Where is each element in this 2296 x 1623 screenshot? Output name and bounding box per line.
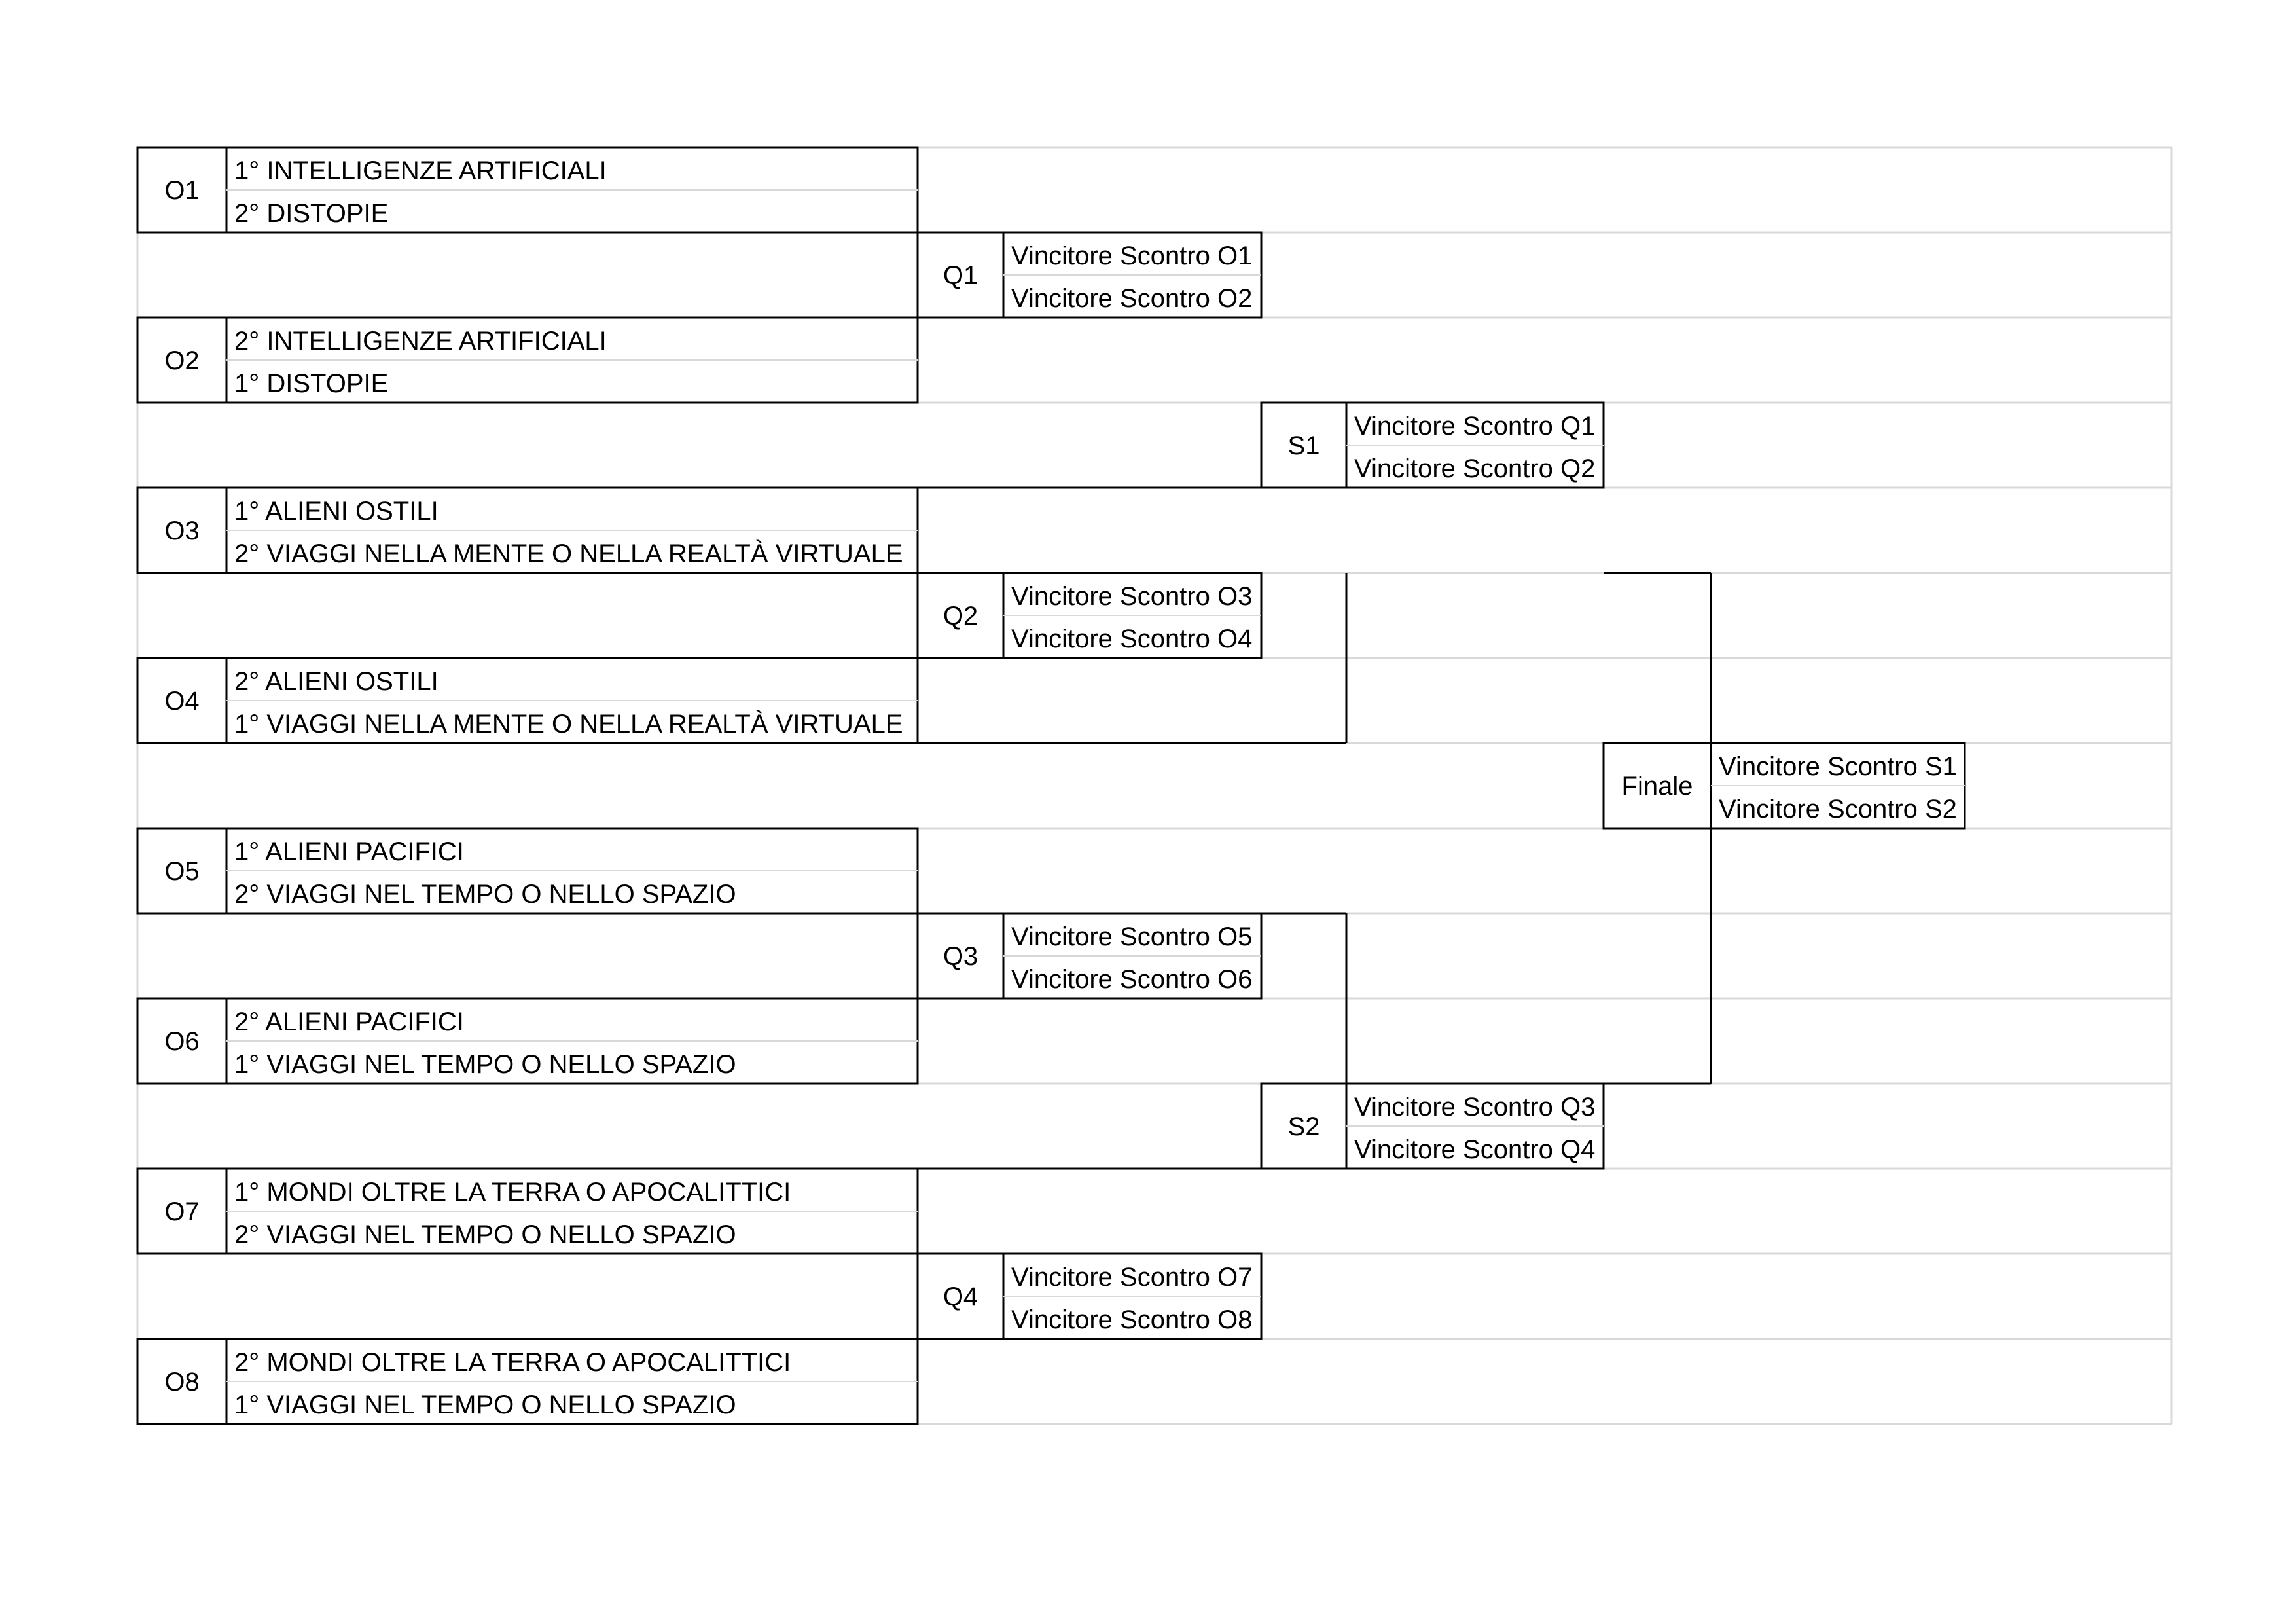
- team-slot-2: 2° VIAGGI NELLA MENTE O NELLA REALTÀ VIR…: [234, 539, 903, 568]
- match-o5: O5 1° ALIENI PACIFICI 2° VIAGGI NEL TEMPO …: [136, 827, 919, 915]
- team-slot-2: 1° DISTOPIE: [234, 369, 388, 398]
- match-label: O4: [164, 687, 199, 716]
- match-label: O2: [164, 346, 199, 375]
- match-s1: S1 Vincitore Scontro Q1 Vincitore Scontro …: [1260, 401, 1605, 489]
- match-q1: Q1 Vincitore Scontro O1 Vincitore Scontro …: [916, 231, 1263, 319]
- match-label: O5: [164, 857, 199, 886]
- match-label: O7: [164, 1197, 199, 1226]
- team-slot-2: Vincitore Scontro O2: [1011, 284, 1252, 313]
- team-slot-2: Vincitore Scontro Q2: [1354, 454, 1595, 483]
- match-label: Q3: [943, 942, 978, 971]
- match-o3: O3 1° ALIENI OSTILI 2° VIAGGI NELLA MENTE …: [136, 486, 919, 574]
- match-label: O1: [164, 176, 199, 205]
- team-slot-1: Vincitore Scontro O7: [1011, 1263, 1252, 1292]
- match-q2: Q2 Vincitore Scontro O3 Vincitore Scontro …: [916, 572, 1263, 659]
- match-label: Q2: [943, 602, 978, 630]
- match-label: O3: [164, 517, 199, 545]
- team-slot-1: Vincitore Scontro Q3: [1354, 1093, 1595, 1122]
- team-slot-2: 2° VIAGGI NEL TEMPO O NELLO SPAZIO: [234, 1220, 736, 1249]
- team-slot-2: Vincitore Scontro O6: [1011, 965, 1252, 994]
- team-slot-1: Vincitore Scontro O1: [1011, 242, 1252, 270]
- match-o1: O1 1° INTELLIGENZE ARTIFICIALI 2° DISTOPIE: [136, 146, 919, 234]
- team-slot-2: Vincitore Scontro Q4: [1354, 1135, 1595, 1164]
- match-o4: O4 2° ALIENI OSTILI 1° VIAGGI NELLA MENTE …: [136, 657, 919, 744]
- team-slot-1: Vincitore Scontro Q1: [1354, 412, 1595, 441]
- match-label: Q4: [943, 1283, 978, 1311]
- team-slot-2: Vincitore Scontro S2: [1719, 795, 1957, 824]
- team-slot-2: Vincitore Scontro O8: [1011, 1305, 1252, 1334]
- team-slot-2: 1° VIAGGI NEL TEMPO O NELLO SPAZIO: [234, 1391, 736, 1419]
- bracket-matches: O1 1° INTELLIGENZE ARTIFICIALI 2° DISTOPIE…: [136, 146, 1966, 1425]
- team-slot-2: 2° DISTOPIE: [234, 199, 388, 228]
- team-slot-2: 1° VIAGGI NEL TEMPO O NELLO SPAZIO: [234, 1050, 736, 1079]
- match-label: Q1: [943, 261, 978, 290]
- match-label: O8: [164, 1368, 199, 1396]
- match-o2: O2 2° INTELLIGENZE ARTIFICIALI 1° DISTOPIE: [136, 316, 919, 404]
- match-o7: O7 1° MONDI OLTRE LA TERRA O APOCALITTICI…: [136, 1167, 919, 1255]
- match-o6: O6 2° ALIENI PACIFICI 1° VIAGGI NEL TEMPO …: [136, 997, 919, 1085]
- team-slot-2: 2° VIAGGI NEL TEMPO O NELLO SPAZIO: [234, 880, 736, 909]
- match-q3: Q3 Vincitore Scontro O5 Vincitore Scontro …: [916, 912, 1263, 1000]
- team-slot-1: Vincitore Scontro O5: [1011, 922, 1252, 951]
- team-slot-1: 1° INTELLIGENZE ARTIFICIALI: [234, 156, 607, 185]
- team-slot-1: 2° ALIENI PACIFICI: [234, 1008, 464, 1036]
- team-slot-1: 1° MONDI OLTRE LA TERRA O APOCALITTICI: [234, 1178, 791, 1207]
- match-label: Finale: [1622, 772, 1693, 801]
- team-slot-1: Vincitore Scontro O3: [1011, 582, 1252, 611]
- match-q4: Q4 Vincitore Scontro O7 Vincitore Scontro …: [916, 1252, 1263, 1340]
- match-s2: S2 Vincitore Scontro Q3 Vincitore Scontro …: [1260, 1082, 1605, 1170]
- team-slot-1: Vincitore Scontro S1: [1719, 752, 1957, 781]
- team-slot-1: 2° MONDI OLTRE LA TERRA O APOCALITTICI: [234, 1348, 791, 1377]
- match-o8: O8 2° MONDI OLTRE LA TERRA O APOCALITTICI…: [136, 1338, 919, 1425]
- team-slot-1: 1° ALIENI OSTILI: [234, 497, 439, 526]
- team-slot-2: 1° VIAGGI NELLA MENTE O NELLA REALTÀ VIR…: [234, 709, 903, 739]
- team-slot-1: 2° ALIENI OSTILI: [234, 667, 439, 696]
- team-slot-1: 2° INTELLIGENZE ARTIFICIALI: [234, 327, 607, 356]
- match-label: S2: [1288, 1112, 1320, 1141]
- bracket-connectors: [918, 403, 1712, 1170]
- team-slot-2: Vincitore Scontro O4: [1011, 625, 1252, 653]
- match-final: Finale Vincitore Scontro S1 Vincitore Scon…: [1602, 742, 1966, 830]
- match-label: O6: [164, 1027, 199, 1056]
- match-label: S1: [1288, 431, 1320, 460]
- team-slot-1: 1° ALIENI PACIFICI: [234, 837, 464, 866]
